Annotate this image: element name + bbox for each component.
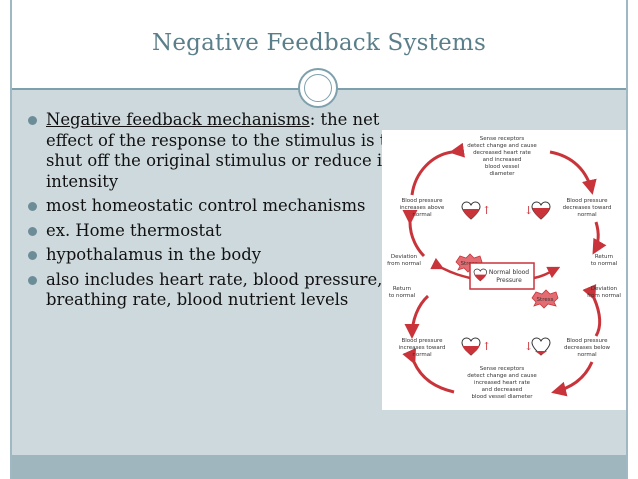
bullet-text: most homeostatic control mechanisms: [46, 196, 366, 215]
label-line: Blood pressure: [401, 198, 443, 204]
label-line: Return: [595, 254, 614, 260]
label-line: detect change and cause: [467, 143, 537, 149]
return-left-label: Return to normal: [389, 286, 416, 299]
arrow-center-right: [533, 266, 561, 280]
slide-title: Negative Feedback Systems: [152, 30, 486, 56]
label-line: Blood pressure: [401, 338, 443, 344]
label-line: blood vessel diameter: [472, 394, 534, 400]
bullet-text: also includes heart rate, blood pressure…: [46, 269, 383, 310]
bullet-text: : the net effect of the response to the …: [46, 110, 398, 191]
down-arrow-icon: ↓: [524, 340, 533, 353]
bullet-item: ex. Home thermostat: [24, 221, 424, 242]
bullet-item: most homeostatic control mechanisms: [24, 196, 424, 217]
arrow-lower-left: [404, 294, 430, 339]
center-label-2: Pressure: [496, 277, 522, 284]
label-line: decreases below: [564, 345, 610, 351]
bp-below-label: Blood pressure decreases below normal: [564, 338, 610, 358]
stress-label: Stress: [461, 261, 478, 267]
bullet-dot-icon: [28, 116, 37, 125]
bp-above-label: Blood pressure increases above normal: [400, 198, 445, 218]
top-receptor-label: Sense receptors detect change and cause …: [467, 136, 537, 177]
label-line: increases toward: [399, 345, 446, 351]
bullet-text: ex. Home thermostat: [46, 220, 222, 240]
arrow-stress-left: [430, 257, 471, 280]
arrow-mid-left: [402, 209, 426, 258]
label-line: Blood pressure: [566, 338, 608, 344]
label-line: decreases toward: [563, 205, 612, 211]
bp-increases-normal-label: Blood pressure increases toward normal: [399, 338, 446, 358]
bullet-term: Negative feedback mechanisms: [46, 110, 310, 129]
arrow-top-left: [410, 142, 465, 196]
up-arrow-icon: ↑: [482, 204, 491, 217]
bullet-item: hypothalamus in the body: [24, 245, 424, 266]
heart-icon: [531, 201, 551, 220]
arrow-lower-right: [582, 284, 602, 337]
bullet-dot-icon: [28, 226, 37, 236]
label-line: Return: [393, 286, 412, 292]
arrow-bottom-right: [551, 361, 594, 397]
center-label-1: Normal blood: [489, 269, 529, 276]
label-line: from normal: [587, 293, 621, 299]
heart-icon: [461, 201, 481, 220]
bullet-dot-icon: [28, 275, 37, 285]
return-right-label: Return to normal: [591, 254, 618, 267]
arrow-top-right: [549, 150, 597, 195]
bullet-list: Negative feedback mechanisms: the net ef…: [24, 110, 424, 315]
stress-label: Stress: [537, 297, 554, 303]
arrow-bottom-left: [402, 347, 455, 394]
label-line: Blood pressure: [566, 198, 608, 204]
label-line: normal: [412, 352, 432, 358]
label-line: blood vessel: [485, 164, 520, 170]
bullet-item: Negative feedback mechanisms: the net ef…: [24, 110, 424, 192]
bullet-text: hypothalamus in the body: [46, 245, 261, 264]
label-line: to normal: [591, 261, 618, 267]
bottom-receptor-label: Sense receptors detect change and cause …: [467, 366, 537, 400]
frame-right: [626, 0, 638, 479]
down-arrow-icon: ↓: [524, 204, 533, 217]
label-line: Sense receptors: [480, 366, 525, 372]
label-line: and decreased: [482, 387, 523, 393]
label-line: increased heart rate: [474, 380, 531, 386]
bullet-item: also includes heart rate, blood pressure…: [24, 270, 424, 311]
deviation-right-label: Deviation from normal: [587, 286, 621, 299]
label-line: and increased: [483, 157, 522, 163]
label-line: increases above: [400, 205, 445, 211]
label-line: diameter: [490, 171, 516, 177]
label-line: Deviation: [591, 286, 618, 292]
frame-left: [0, 0, 12, 479]
stress-burst-right: Stress: [531, 289, 559, 309]
label-line: Deviation: [391, 254, 418, 260]
label-line: detect change and cause: [467, 373, 537, 379]
feedback-diagram: ↑ ↓ ↑ ↓ Stress: [382, 130, 626, 410]
heart-icon: [531, 337, 551, 356]
label-line: normal: [412, 212, 432, 218]
slide-footer-band: [12, 455, 626, 479]
label-line: from normal: [387, 261, 421, 267]
circle-ornament-icon: [298, 68, 338, 108]
label-line: decreased heart rate: [473, 150, 531, 156]
heart-icon: [461, 337, 481, 356]
feedback-diagram-svg: ↑ ↓ ↑ ↓ Stress: [387, 136, 621, 400]
up-arrow-icon: ↑: [482, 340, 491, 353]
label-line: normal: [577, 352, 597, 358]
label-line: normal: [577, 212, 597, 218]
heart-icon: [473, 268, 487, 282]
bp-decreases-normal-label: Blood pressure decreases toward normal: [563, 198, 612, 218]
deviation-left-label: Deviation from normal: [387, 254, 421, 267]
bullet-dot-icon: [28, 202, 37, 211]
slide-content: Negative feedback mechanisms: the net ef…: [12, 90, 626, 455]
bullet-dot-icon: [28, 251, 37, 260]
label-line: Sense receptors: [480, 136, 525, 142]
label-line: to normal: [389, 293, 416, 299]
arrow-mid-right: [592, 221, 607, 255]
